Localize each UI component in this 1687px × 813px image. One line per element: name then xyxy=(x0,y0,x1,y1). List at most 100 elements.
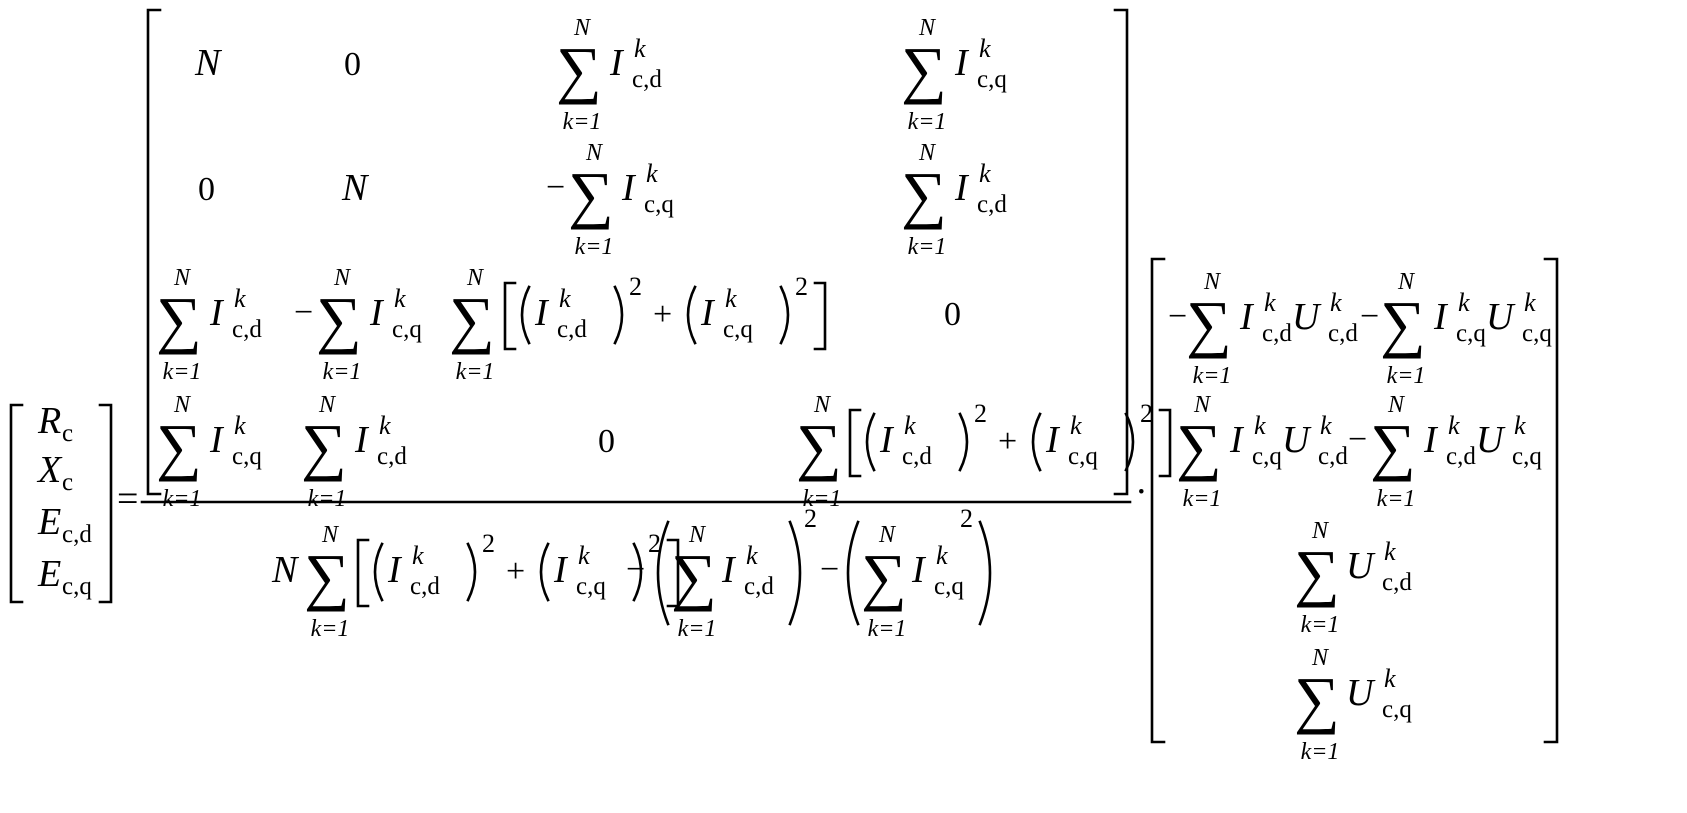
m33-sq-d-current-base: I xyxy=(534,292,550,334)
r1-current-2-sub: c,q xyxy=(1456,320,1486,347)
r2-current-sup: k xyxy=(1254,411,1266,440)
m42-current-sup: k xyxy=(379,411,391,440)
r2-voltage-sub: c,d xyxy=(1318,443,1348,470)
m42-current-base: I xyxy=(354,419,370,461)
r1-voltage-2-sub: c,q xyxy=(1522,320,1552,347)
m33-sum-lower-limit: k=1 xyxy=(456,359,495,385)
den-sum-3-sigma: ∑ xyxy=(861,541,907,612)
r3-sum-upper-limit: N xyxy=(1311,518,1330,544)
r2-current-base: I xyxy=(1229,419,1245,461)
m41-sum-upper-limit: N xyxy=(173,392,192,418)
lhs-right-bracket xyxy=(98,403,113,604)
r3-voltage-sub: c,d xyxy=(1382,569,1412,596)
lhs-entry-1-base: X xyxy=(36,449,63,491)
m33-sum-upper-limit: N xyxy=(466,265,485,291)
m14-sum-sigma: ∑ xyxy=(901,34,947,105)
m23-sum-upper-limit: N xyxy=(585,140,604,166)
den-current-q-base: I xyxy=(911,549,927,591)
den-sum-2-lower-limit: k=1 xyxy=(678,616,717,642)
den-exponent-2: 2 xyxy=(960,504,973,533)
r2-voltage-base: U xyxy=(1282,419,1312,461)
m41-current-sup: k xyxy=(234,411,246,440)
r1-minus-2: − xyxy=(1360,298,1379,335)
m33-sq-q-current-sup: k xyxy=(725,284,737,313)
den-sum-2-sigma: ∑ xyxy=(671,541,717,612)
m23-current-sup: k xyxy=(646,159,658,188)
m33-sq-d-left-paren xyxy=(520,285,531,345)
m24-sum-upper-limit: N xyxy=(918,140,937,166)
m31-sum-upper-limit: N xyxy=(173,265,192,291)
r4-voltage-base: U xyxy=(1346,672,1376,714)
m44-sq-d-current-sub: c,d xyxy=(902,443,932,470)
lhs-entry-2-sub: c,d xyxy=(62,521,92,548)
den-current-d-sub: c,d xyxy=(744,573,774,600)
den-plus: + xyxy=(506,553,525,590)
m44-sq-q-left-paren xyxy=(1031,412,1042,472)
r1-voltage-sup: k xyxy=(1330,288,1342,317)
m13-current-base: I xyxy=(609,42,625,84)
rhs-left-bracket xyxy=(1150,257,1166,744)
r1-sum-2-upper-limit: N xyxy=(1397,269,1416,295)
m32-sum-upper-limit: N xyxy=(333,265,352,291)
den-current-d-sup: k xyxy=(746,541,758,570)
den-sq-q-current-sub: c,q xyxy=(576,573,606,600)
r4-sum-lower-limit: k=1 xyxy=(1301,739,1340,765)
r3-voltage-base: U xyxy=(1346,545,1376,587)
den-sum-2-upper-limit: N xyxy=(688,522,707,548)
m44-sq-q-current-sub: c,q xyxy=(1068,443,1098,470)
m14-sum-lower-limit: k=1 xyxy=(908,109,947,135)
r3-sum-lower-limit: k=1 xyxy=(1301,612,1340,638)
den-sum-1-lower-limit: k=1 xyxy=(311,616,350,642)
r2-sum-1-lower-limit: k=1 xyxy=(1183,486,1222,512)
den-sq-d-exponent: 2 xyxy=(482,529,495,558)
m14-current-base: I xyxy=(954,42,970,84)
rhs-right-bracket xyxy=(1543,257,1559,744)
r4-voltage-sub: c,q xyxy=(1382,696,1412,723)
m23-sum-sigma: ∑ xyxy=(568,159,614,230)
r1-voltage-base: U xyxy=(1292,296,1322,338)
m14-sum-upper-limit: N xyxy=(918,15,937,41)
m44-sq-q-current-base: I xyxy=(1045,419,1061,461)
m33-sq-q-exponent: 2 xyxy=(795,272,808,301)
r1-voltage-sub: c,d xyxy=(1328,320,1358,347)
m34: 0 xyxy=(944,296,961,333)
den-sum-1-sigma: ∑ xyxy=(304,541,350,612)
r1-minus-1: − xyxy=(1168,298,1187,335)
r1-current-2-sup: k xyxy=(1458,288,1470,317)
m33-sq-q-current-sub: c,q xyxy=(723,316,753,343)
den-sum-1-upper-limit: N xyxy=(321,522,340,548)
m32-sum-lower-limit: k=1 xyxy=(323,359,362,385)
m21: 0 xyxy=(198,171,215,208)
r1-sum-1-upper-limit: N xyxy=(1203,269,1222,295)
r2-voltage-2-base: U xyxy=(1476,419,1506,461)
lhs-entry-1-sub: c xyxy=(62,469,73,496)
r2-sum-2-sigma: ∑ xyxy=(1370,411,1416,482)
numerator-right-bracket xyxy=(1113,8,1129,496)
r2-sum-2-lower-limit: k=1 xyxy=(1377,486,1416,512)
m41-current-sub: c,q xyxy=(232,443,262,470)
m44-sum-lower-limit: k=1 xyxy=(803,486,842,512)
lhs-entry-0-base: R xyxy=(37,400,61,442)
r2-current-2-sub: c,d xyxy=(1446,443,1476,470)
m42-sum-upper-limit: N xyxy=(318,392,337,418)
m41-current-base: I xyxy=(209,419,225,461)
m42-sum-sigma: ∑ xyxy=(301,411,347,482)
den-sq-d-current-base: I xyxy=(387,549,403,591)
m42-current-sub: c,d xyxy=(377,443,407,470)
m31-sum-lower-limit: k=1 xyxy=(163,359,202,385)
den-sq-q-left-paren xyxy=(539,542,550,602)
den-sq-d-current-sub: c,d xyxy=(410,573,440,600)
m31-current-base: I xyxy=(209,292,225,334)
m44-sq-d-current-sup: k xyxy=(904,411,916,440)
m32-current-sub: c,q xyxy=(392,316,422,343)
m33-sq-d-right-paren xyxy=(613,285,624,345)
m44-sq-q-right-paren xyxy=(1124,412,1135,472)
m44-sum-upper-limit: N xyxy=(813,392,832,418)
r2-sum-2-upper-limit: N xyxy=(1387,392,1406,418)
m31-sum-sigma: ∑ xyxy=(156,284,202,355)
den-sq-q-current-base: I xyxy=(553,549,569,591)
m31-current-sup: k xyxy=(234,284,246,313)
m44-sq-d-right-paren xyxy=(958,412,969,472)
m33-close-bracket xyxy=(813,281,827,351)
